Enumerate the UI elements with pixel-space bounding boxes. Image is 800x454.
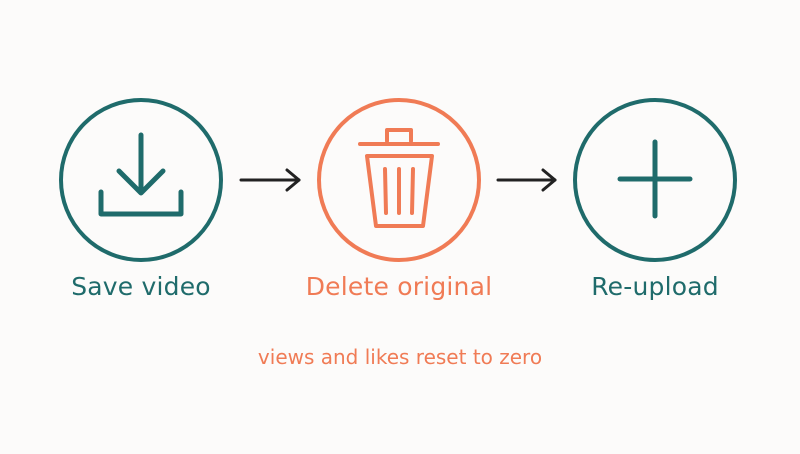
step-circle-save [59,98,223,262]
download-icon [98,132,184,217]
step-reupload [573,98,737,262]
plus-icon [617,139,693,219]
arrow-right-icon [239,168,301,192]
step-label-save-video: Save video [71,272,211,301]
step-delete-original [317,98,481,262]
step-label-delete-original: Delete original [305,272,493,301]
caption-note: views and likes reset to zero [257,345,543,369]
trash-icon [358,128,440,228]
step-label-reupload: Re-upload [591,272,719,301]
step-circle-delete [317,98,481,262]
arrow-right-icon [496,168,557,192]
step-save-video [59,98,223,262]
step-circle-reupload [573,98,737,262]
